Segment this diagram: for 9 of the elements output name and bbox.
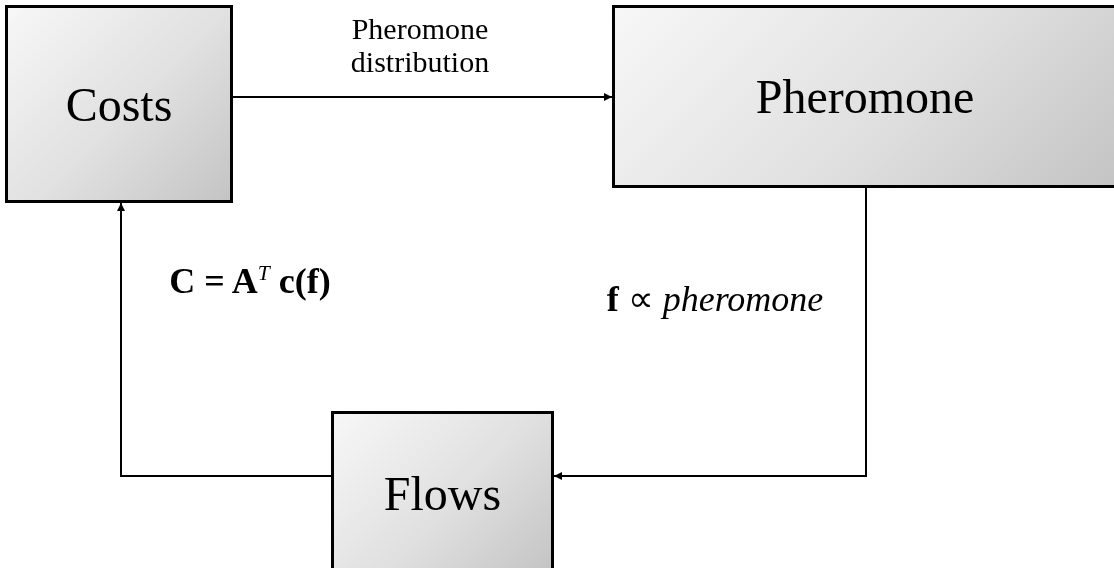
arrow [232, 93, 613, 101]
process-box [5, 5, 233, 203]
box-label: Costs [65, 76, 173, 132]
arrow [117, 202, 332, 477]
process-box [331, 411, 554, 568]
box-label: Pheromone [755, 69, 975, 124]
arrow [553, 187, 867, 480]
box-label: Flows [383, 466, 502, 521]
process-box [612, 5, 1114, 188]
